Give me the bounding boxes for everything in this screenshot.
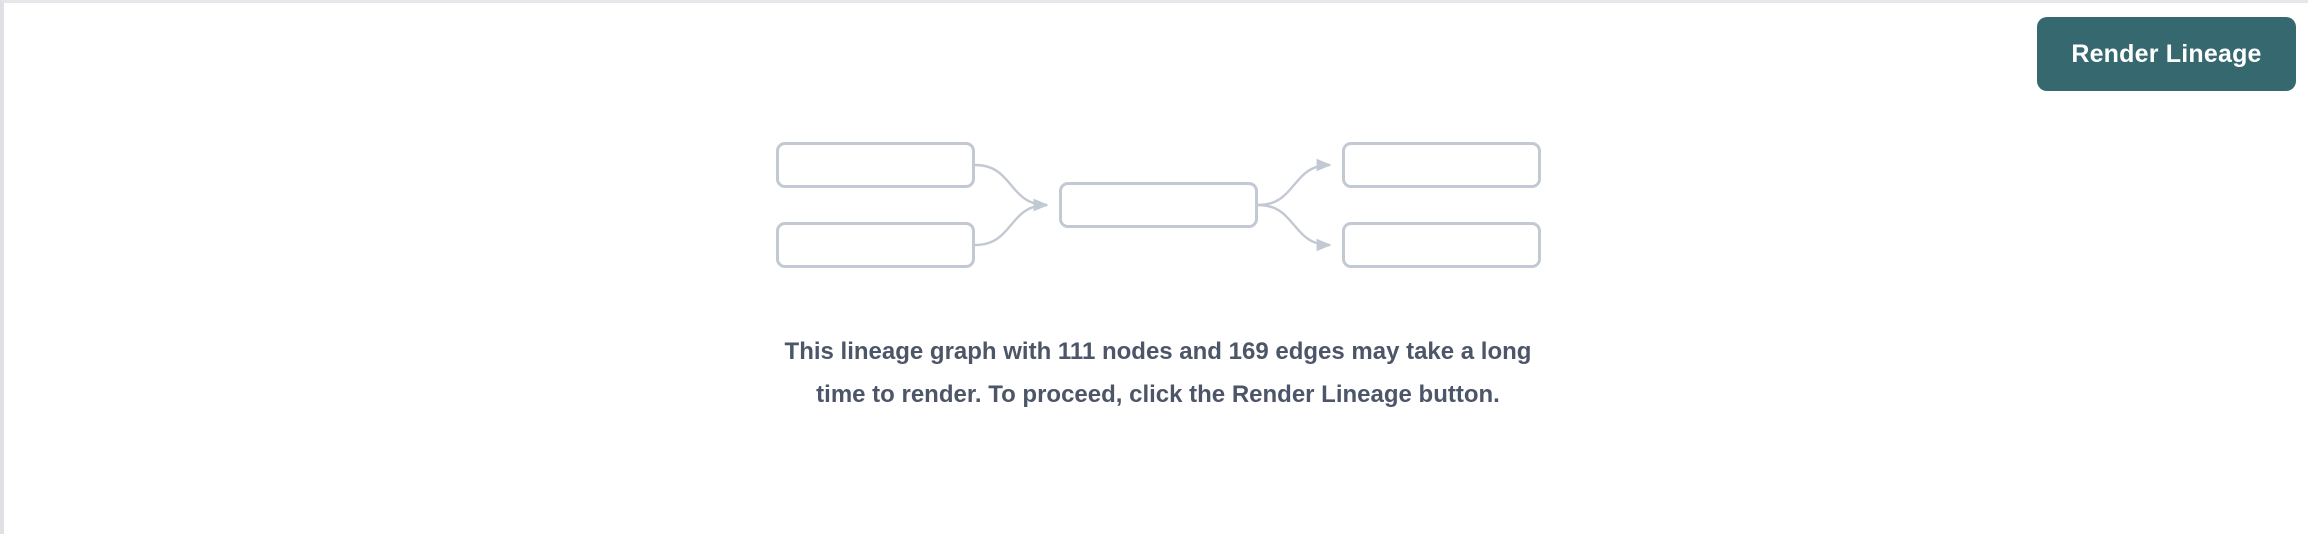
lineage-warning-message: This lineage graph with 111 nodes and 16… [784,338,1532,408]
lineage-node-source-2 [776,222,975,268]
lineage-node-middle [1059,182,1258,228]
lineage-node-source-1 [776,142,975,188]
lineage-graph-placeholder [4,3,2308,333]
edge-source2-middle [974,198,1049,247]
edge-middle-target2 [1257,203,1332,252]
lineage-node-target-2 [1342,222,1541,268]
render-lineage-button[interactable]: Render Lineage [2037,17,2296,91]
lineage-graph-edges [974,158,1332,252]
edge-middle-target1 [1257,158,1332,207]
edge-source1-middle [974,163,1049,212]
lineage-node-target-1 [1342,142,1541,188]
